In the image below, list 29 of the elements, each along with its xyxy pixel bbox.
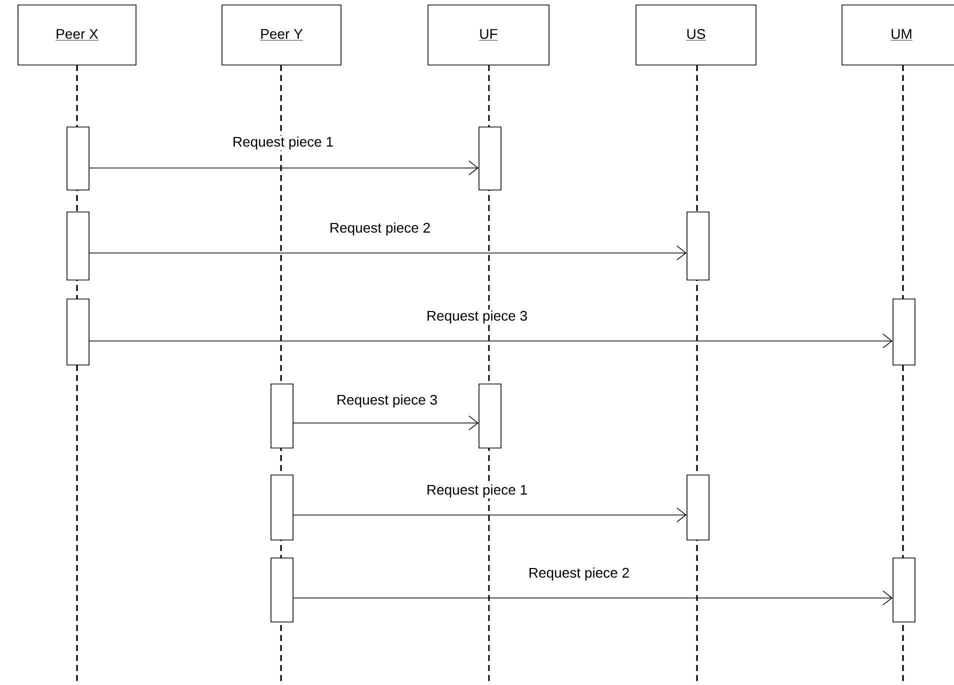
activation-bar [478, 384, 502, 448]
lifeline-header-box: US [636, 4, 756, 66]
message-arrow [89, 246, 687, 260]
lifeline-header-box: Peer Y [222, 4, 342, 66]
message-label: Request piece 1 [425, 483, 529, 498]
activation-bar [686, 212, 710, 280]
lifeline-header-box: UF [428, 4, 550, 66]
message-label: Request piece 2 [527, 566, 631, 582]
message-arrow [89, 334, 893, 348]
message-arrow [293, 508, 687, 522]
message-arrow [293, 416, 479, 430]
activation-bar [686, 474, 710, 540]
activation-bar [66, 212, 90, 280]
activation-bar [892, 558, 916, 622]
message-arrow [293, 590, 893, 606]
message-label: Request piece 2 [328, 221, 432, 236]
activation-bar [270, 384, 294, 448]
message-label: Request piece 1 [231, 135, 335, 150]
activation-bar [270, 558, 294, 622]
activation-bar [892, 298, 916, 366]
activation-bar [66, 298, 90, 366]
message-arrow [89, 160, 479, 176]
activation-bar [270, 474, 294, 540]
activation-bar [478, 126, 502, 190]
message-label: Request piece 3 [335, 393, 439, 409]
message-label: Request piece 3 [425, 309, 529, 325]
lifeline-header-box: UM [842, 4, 954, 66]
lifeline-header-box: Peer X [18, 4, 136, 66]
activation-bar [66, 126, 90, 190]
